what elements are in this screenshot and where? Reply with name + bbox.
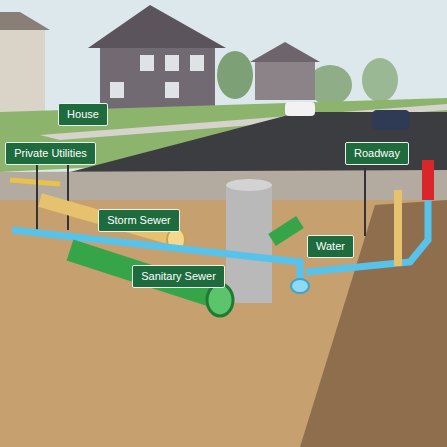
house-body xyxy=(100,45,215,110)
far-house xyxy=(255,60,315,100)
hydrant xyxy=(422,160,434,200)
dark-car xyxy=(372,110,410,130)
label-box: Roadway xyxy=(345,142,409,165)
sanitary-sewer-end xyxy=(207,284,233,316)
window xyxy=(165,82,179,98)
trench-shadow xyxy=(300,200,447,447)
label-box: House xyxy=(58,103,108,126)
sanitary-lateral xyxy=(272,222,300,240)
leader-post xyxy=(36,162,38,232)
label-text: Water xyxy=(316,240,345,253)
tree xyxy=(217,51,253,99)
label-text: Storm Sewer xyxy=(107,214,171,227)
manhole-top xyxy=(226,179,272,191)
label-text: House xyxy=(67,108,99,121)
water-service xyxy=(306,200,428,272)
label-text: Private Utilities xyxy=(14,147,87,160)
label-text: Roadway xyxy=(354,147,400,160)
window xyxy=(110,82,124,98)
label-box: Water xyxy=(307,235,354,258)
leader-post xyxy=(67,162,69,230)
private-utility-line xyxy=(10,180,60,184)
far-house-roof xyxy=(250,42,320,62)
label-box: Private Utilities xyxy=(5,142,96,165)
manhole xyxy=(226,185,272,303)
water-end xyxy=(291,279,309,293)
label-text: Sanitary Sewer xyxy=(141,270,216,283)
tree xyxy=(362,58,398,102)
window xyxy=(165,55,179,71)
porch-roof xyxy=(0,12,50,30)
soil xyxy=(0,200,447,447)
vertical-pipe xyxy=(394,190,402,266)
label-box: Storm Sewer xyxy=(98,209,180,232)
water-main xyxy=(12,230,300,282)
leader-post xyxy=(364,168,366,236)
white-car xyxy=(285,102,315,116)
label-box: Sanitary Sewer xyxy=(132,265,225,288)
porch-house xyxy=(0,30,45,115)
window xyxy=(140,55,154,71)
window xyxy=(190,55,204,71)
house-roof xyxy=(88,5,226,48)
